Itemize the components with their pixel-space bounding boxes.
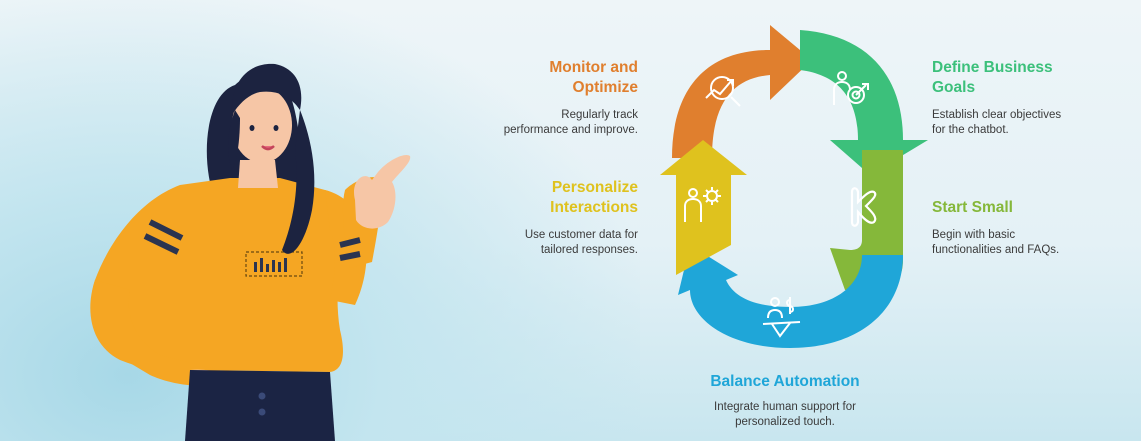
step-monitor: Monitor and Optimize Regularly track per… [470, 58, 638, 138]
step-desc-line: Regularly track [561, 109, 638, 121]
define-arc [800, 30, 928, 175]
person-gear-icon [684, 187, 721, 222]
step-desc-line: Use customer data for [524, 229, 638, 241]
chart-magnifier-icon [705, 76, 741, 107]
step-define: Define Business Goals Establish clear ob… [932, 58, 1112, 138]
small-steps-icon [850, 187, 877, 227]
step-title-line: Personalize [551, 179, 638, 196]
step-description: Use customer data for tailored responses… [470, 228, 638, 258]
step-title-line: Monitor and [549, 59, 638, 76]
step-description: Integrate human support for personalized… [670, 400, 900, 430]
step-desc-line: performance and improve. [503, 124, 638, 136]
step-title-line: Goals [932, 79, 976, 96]
step-description: Regularly track performance and improve. [470, 108, 638, 138]
step-desc-line: Integrate human support for [714, 401, 856, 413]
step-balance: Balance Automation Integrate human suppo… [670, 372, 900, 430]
person-target-icon [833, 71, 869, 105]
step-title: Balance Automation [710, 373, 860, 390]
step-description: Begin with basic functionalities and FAQ… [932, 228, 1112, 258]
balance-arc [678, 245, 903, 348]
personalize-arc [660, 140, 747, 275]
step-personalize: Personalize Interactions Use customer da… [470, 178, 638, 258]
step-title: Monitor and Optimize [470, 58, 638, 98]
step-desc-line: tailored responses. [540, 244, 638, 256]
step-title-line: Define Business [932, 59, 1053, 76]
step-desc-line: personalized touch. [735, 416, 835, 428]
step-start: Start Small Begin with basic functionali… [932, 198, 1112, 258]
step-title: Personalize Interactions [470, 178, 638, 218]
step-title-line: Interactions [550, 199, 638, 216]
step-title: Start Small [932, 199, 1013, 216]
step-title: Define Business Goals [932, 58, 1112, 98]
person-scale-dollar-icon [762, 297, 801, 338]
step-desc-line: Establish clear objectives [932, 109, 1062, 121]
monitor-arc [672, 25, 812, 158]
step-desc-line: functionalities and FAQs. [932, 244, 1060, 256]
step-title-line: Optimize [572, 79, 638, 96]
step-desc-line: Begin with basic [932, 229, 1016, 241]
step-description: Establish clear objectives for the chatb… [932, 108, 1112, 138]
woman-pointing-illustration [90, 63, 411, 441]
step-desc-line: for the chatbot. [932, 124, 1009, 136]
